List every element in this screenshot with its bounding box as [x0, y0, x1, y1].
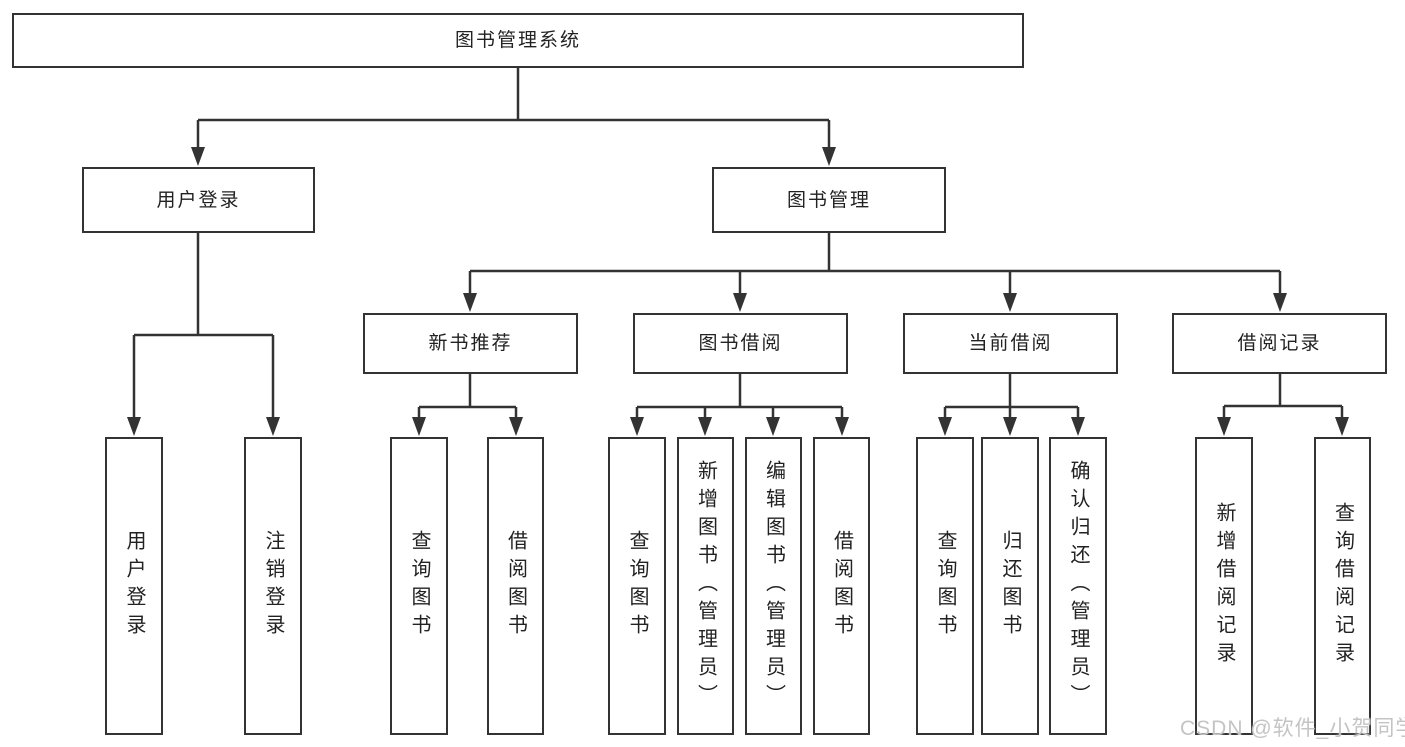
node-new-book-recommend: 新书推荐: [363, 313, 578, 374]
csdn-watermark: CSDN @软件_小贺同学: [1180, 717, 1405, 740]
node-current-borrow-label: 当前借阅: [968, 333, 1053, 354]
leaf-newbook-borrow: 借阅图书: [487, 437, 544, 735]
leaf-logout: 注销登录: [244, 437, 302, 735]
leaf-logout-label: 注销登录: [262, 530, 284, 642]
leaf-newbook-borrow-label: 借阅图书: [504, 530, 527, 642]
leaf-current-confirm-admin: 确认归还（管理员）: [1049, 437, 1107, 735]
leaf-current-confirm-admin-label: 确认归还（管理员）: [1067, 460, 1089, 712]
leaf-borrow-query: 查询图书: [608, 437, 666, 735]
node-root: 图书管理系统: [12, 13, 1024, 68]
leaf-borrow-edit-admin: 编辑图书（管理员）: [745, 437, 802, 735]
node-user-login-label: 用户登录: [156, 189, 241, 211]
leaf-user-login-label: 用户登录: [123, 530, 145, 642]
leaf-record-add: 新增借阅记录: [1195, 437, 1253, 735]
leaf-borrow-borrow-label: 借阅图书: [830, 530, 853, 642]
node-new-book-recommend-label: 新书推荐: [428, 333, 513, 354]
leaf-newbook-query: 查询图书: [390, 437, 448, 735]
leaf-current-return-label: 归还图书: [999, 530, 1021, 642]
node-root-label: 图书管理系统: [454, 30, 581, 51]
node-book-borrow-label: 图书借阅: [698, 333, 783, 354]
leaf-borrow-add-admin-label: 新增图书（管理员）: [694, 460, 717, 712]
node-borrow-records-label: 借阅记录: [1237, 333, 1322, 354]
leaf-current-query: 查询图书: [916, 437, 974, 735]
leaf-borrow-borrow: 借阅图书: [813, 437, 870, 735]
leaf-record-query-label: 查询借阅记录: [1331, 502, 1354, 670]
leaf-borrow-query-label: 查询图书: [626, 530, 648, 642]
leaf-record-add-label: 新增借阅记录: [1213, 502, 1235, 670]
node-user-login: 用户登录: [82, 167, 315, 233]
leaf-current-return: 归还图书: [981, 437, 1039, 735]
node-current-borrow: 当前借阅: [903, 313, 1118, 374]
node-borrow-records: 借阅记录: [1172, 313, 1387, 374]
leaf-newbook-query-label: 查询图书: [408, 530, 430, 642]
leaf-current-query-label: 查询图书: [934, 530, 956, 642]
node-book-borrow: 图书借阅: [633, 313, 848, 374]
leaf-borrow-add-admin: 新增图书（管理员）: [677, 437, 734, 735]
leaf-record-query: 查询借阅记录: [1314, 437, 1371, 735]
leaf-borrow-edit-admin-label: 编辑图书（管理员）: [762, 460, 785, 712]
node-book-management: 图书管理: [712, 167, 946, 233]
leaf-user-login: 用户登录: [105, 437, 163, 735]
node-book-management-label: 图书管理: [786, 189, 871, 211]
